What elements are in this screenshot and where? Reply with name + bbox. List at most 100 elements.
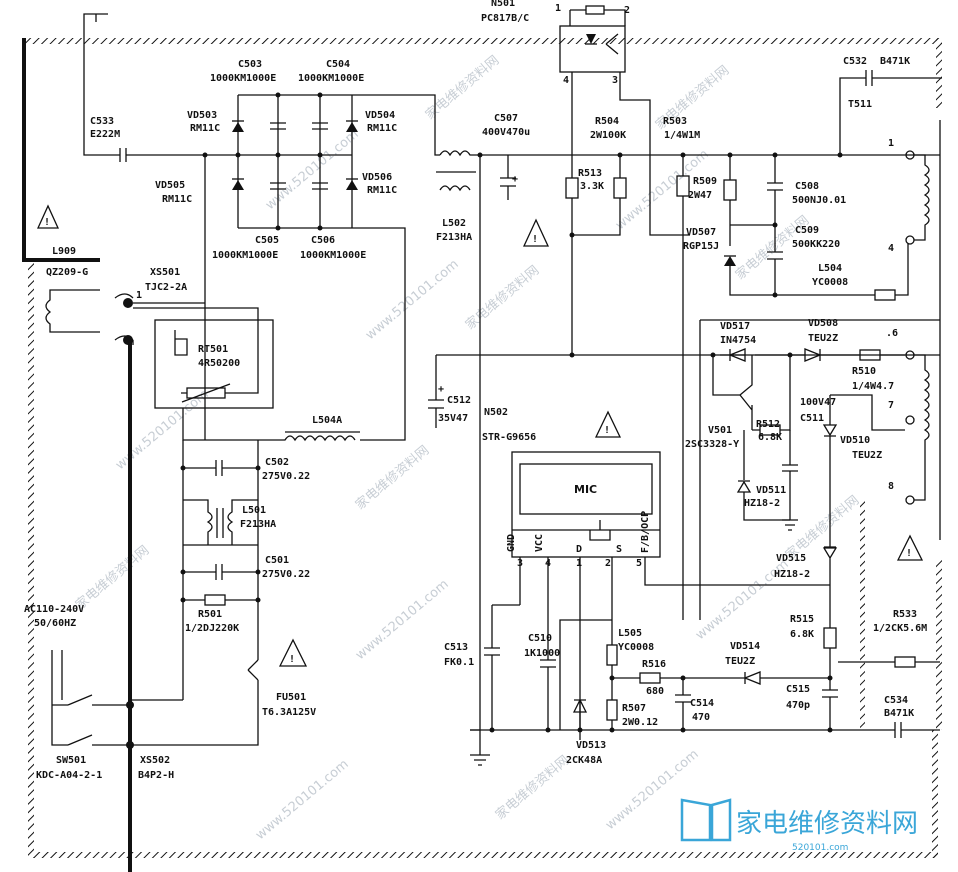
- node-6: .6: [886, 328, 898, 339]
- c515-value: 470p: [786, 700, 810, 711]
- ic-n502: MIC GND VCC D S F/B/OCP 3 4 1 2 5 N502 S…: [482, 407, 830, 740]
- vd513-ref: VD513: [576, 740, 606, 751]
- l505-value: YC0008: [618, 642, 654, 653]
- svg-text:!: !: [604, 425, 610, 436]
- c512-ref: C512: [447, 395, 471, 406]
- r507-ref: R507: [622, 703, 646, 714]
- r507-value: 2W0.12: [622, 717, 658, 728]
- xs501-value: TJC2-2A: [145, 282, 187, 293]
- n501-ref: N501: [491, 0, 515, 9]
- bottom-network: C513 FK0.1 C510 1K1000 L505 YC0008 R516 …: [444, 604, 833, 766]
- c509-ref: C509: [795, 225, 819, 236]
- c509-value: 500KK220: [792, 239, 840, 250]
- watermark-url: www.520101.com: [353, 577, 452, 663]
- c513-value: FK0.1: [444, 657, 474, 668]
- r509-ref: R509: [693, 176, 717, 187]
- c514-value: 470: [692, 712, 710, 723]
- l501-value: F213HA: [240, 519, 276, 530]
- c501-value: 275V0.22: [262, 569, 310, 580]
- resistor-r504-r513: R504 2W100K R513 3.3K: [565, 88, 627, 355]
- c514-ref: C514: [690, 698, 714, 709]
- c506-ref: C506: [311, 235, 335, 246]
- c533-value: E222M: [90, 129, 120, 140]
- r503-ref: R503: [663, 116, 687, 127]
- c515-ref: C515: [786, 684, 810, 695]
- bridge-rectifier: C503 1000KM1000E C504 1000KM1000E VD503 …: [155, 59, 440, 441]
- vd508-ref: VD508: [808, 318, 838, 329]
- r515-value: 6.8K: [790, 629, 814, 640]
- c511-ref: C511: [800, 413, 824, 424]
- c534-value: B471K: [884, 708, 914, 719]
- node-xs1: 1: [136, 290, 142, 301]
- l909-value: QZ209-G: [46, 267, 88, 278]
- r516-value: 680: [646, 686, 664, 697]
- vd507-ref: VD507: [686, 227, 716, 238]
- vd510-value: TEU2Z: [852, 450, 882, 461]
- optocoupler-n501: 1 2 4 3 N501 PC817B/C: [481, 0, 690, 236]
- r512-value: 6.8K: [758, 432, 782, 443]
- capacitor-c532: C532 B471K T511: [837, 56, 942, 158]
- warning-icon: ! ! ! ! !: [36, 204, 924, 667]
- watermark-cn: 家电维修资料网: [492, 752, 572, 823]
- degauss-circuit: L909 QZ209-G XS501 TJC2-2A 1 RT501 4R502…: [45, 246, 274, 440]
- watermark-url: www.520101.com: [113, 387, 212, 473]
- node-1: 1: [888, 138, 894, 149]
- c512-value: 35V47: [438, 413, 468, 424]
- ic-pin-5: 5: [636, 558, 642, 569]
- r510-value: 1/4W4.7: [852, 381, 894, 392]
- logo-text: 家电维修资料网: [736, 809, 918, 839]
- c511-value: 100V47: [800, 397, 836, 408]
- node-7: 7: [888, 400, 894, 411]
- l504-ref: L504: [818, 263, 842, 274]
- node-8: 8: [888, 481, 894, 492]
- vd505-value: RM11C: [162, 194, 192, 205]
- c506-value: 1000KM1000E: [300, 250, 366, 261]
- ic-pin-fb: F/B/OCP: [640, 511, 651, 553]
- c510-ref: C510: [528, 633, 552, 644]
- inductor-l502: L502 F213HA: [436, 150, 480, 243]
- n502-ref: N502: [484, 407, 508, 418]
- svg-text:!: !: [289, 654, 295, 665]
- snubber-network: R503 1/4W1M R509 2W47 VD507 RGP15J C508 …: [663, 116, 909, 620]
- v501-ref: V501: [708, 425, 732, 436]
- site-logo: 家电维修资料网 520101.com: [680, 798, 918, 853]
- vd505-ref: VD505: [155, 180, 185, 191]
- hot-ground-boundary: [24, 38, 942, 858]
- vd514-ref: VD514: [730, 641, 760, 652]
- c502-ref: C502: [265, 457, 289, 468]
- xs501-ref: XS501: [150, 267, 180, 278]
- sw501-value: KDC-A04-2-1: [36, 770, 102, 781]
- input-voltage: AC110-240V: [24, 604, 84, 615]
- node-4: 4: [888, 243, 894, 254]
- vd513-value: 2CK48A: [566, 755, 602, 766]
- c501-ref: C501: [265, 555, 289, 566]
- c504-ref: C504: [326, 59, 350, 70]
- rt501-ref: RT501: [198, 344, 228, 355]
- watermark-cn: 家电维修资料网: [462, 262, 542, 333]
- r503-value: 1/4W1M: [664, 130, 700, 141]
- rt501-value: 4R50200: [198, 358, 240, 369]
- t511-ref: T511: [848, 99, 872, 110]
- vd503-value: RM11C: [190, 123, 220, 134]
- fu501-value: T6.3A125V: [262, 707, 316, 718]
- input-frequency: 50/60HZ: [34, 618, 76, 629]
- capacitor-c507: + C507 400V470u: [477, 113, 940, 740]
- r501-ref: R501: [198, 609, 222, 620]
- l505-ref: L505: [618, 628, 642, 639]
- c508-value: 500NJ0.01: [792, 195, 846, 206]
- vd507-value: RGP15J: [683, 241, 719, 252]
- watermark-url: www.520101.com: [253, 757, 352, 843]
- l504a-ref: L504A: [312, 415, 342, 426]
- svg-text:2: 2: [624, 5, 630, 16]
- watermark-cn: 家电维修资料网: [352, 442, 432, 513]
- c532-ref: C532: [843, 56, 867, 67]
- xs502-ref: XS502: [140, 755, 170, 766]
- c508-ref: C508: [795, 181, 819, 192]
- vd503-ref: VD503: [187, 110, 217, 121]
- svg-text:!: !: [44, 217, 50, 228]
- feedback-network: VD517 IN4754 VD508 TEU2Z R510 1/4W4.7 V5…: [685, 318, 940, 730]
- ic-pin-d: D: [576, 544, 582, 555]
- r501-value: 1/2DJ220K: [185, 623, 239, 634]
- svg-text:!: !: [906, 548, 912, 559]
- vd504-value: RM11C: [367, 123, 397, 134]
